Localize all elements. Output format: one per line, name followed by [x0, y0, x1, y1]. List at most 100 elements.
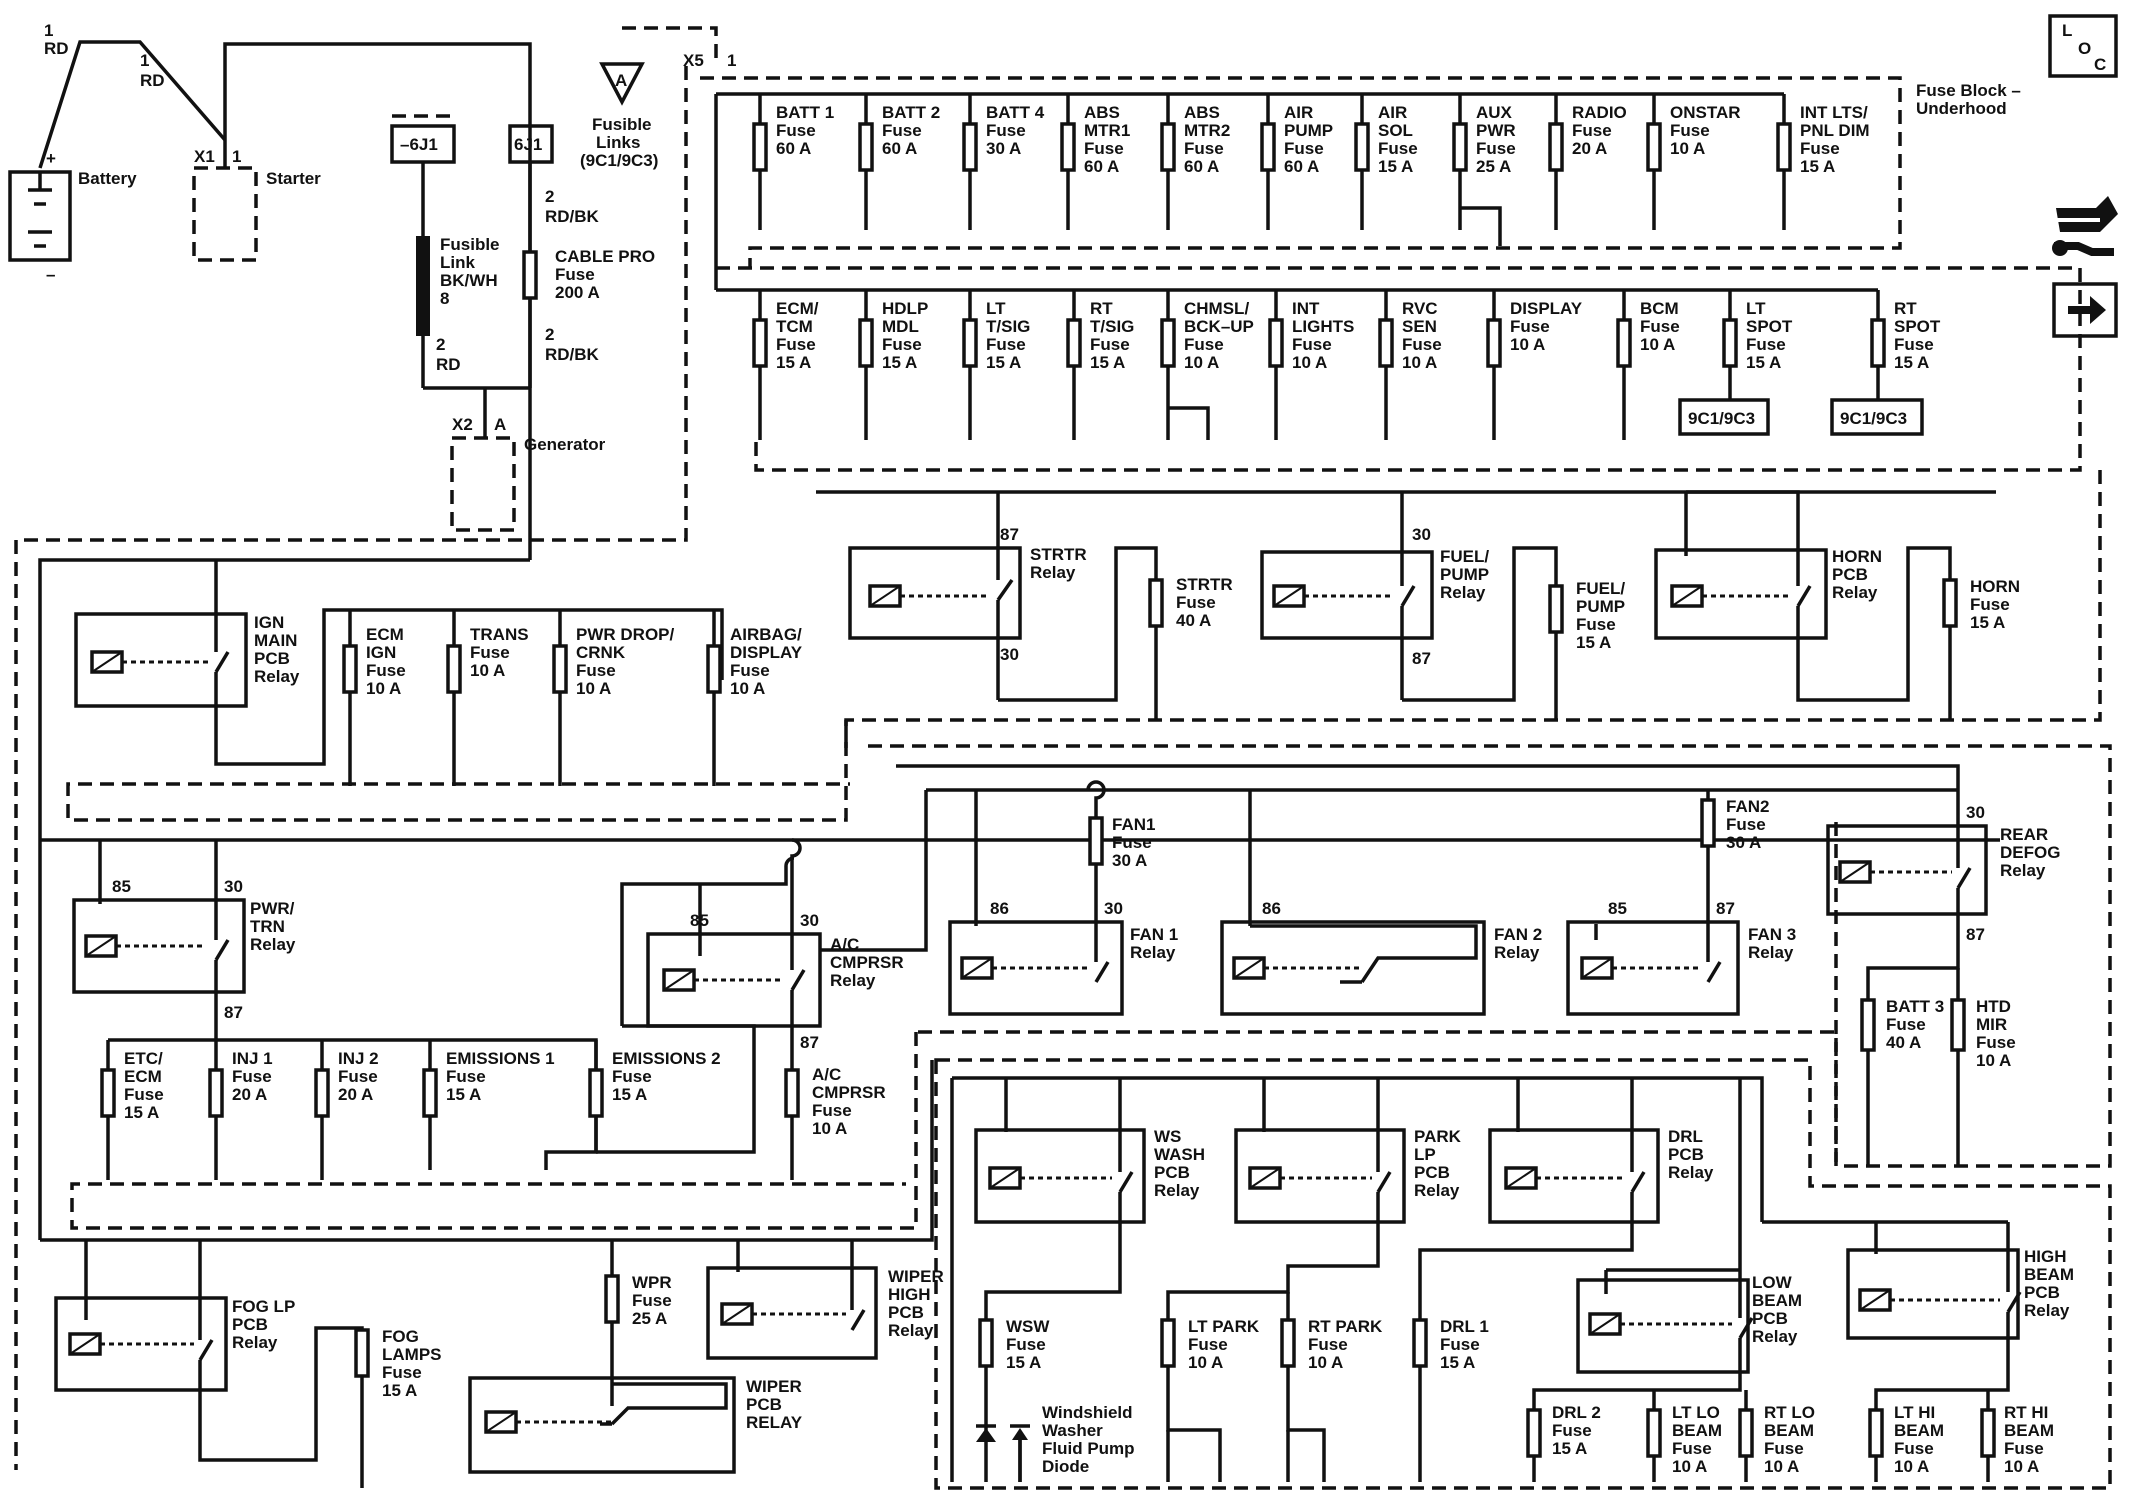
- fuse-label-line: ONSTAR: [1670, 103, 1741, 122]
- fuse-label-line: EMISSIONS 2: [612, 1049, 721, 1068]
- fuse-label-line: LT: [986, 299, 1006, 318]
- svg-text:Fusible: Fusible: [592, 115, 652, 134]
- fuse-symbol: [552, 644, 568, 694]
- loc-box: [2048, 14, 2118, 78]
- svg-text:HIGH: HIGH: [2024, 1247, 2067, 1266]
- ign-main-pcb-relay: IGN MAIN PCB Relay: [74, 560, 724, 766]
- fuse-label-line: CRNK: [576, 643, 626, 662]
- svg-text:30: 30: [1000, 645, 1019, 664]
- svg-text:30: 30: [1104, 899, 1123, 918]
- fuse-label-line: 10 A: [1292, 353, 1327, 372]
- fuse-label-line: ECM: [124, 1067, 162, 1086]
- svg-text:DRL 2: DRL 2: [1552, 1403, 1601, 1422]
- fuse-label-line: Fuse: [882, 121, 922, 140]
- spot-option-rt: 9C1/9C3: [1840, 409, 1907, 428]
- svg-text:MIR: MIR: [1976, 1015, 2007, 1034]
- svg-text:FAN 1: FAN 1: [1130, 925, 1178, 944]
- svg-text:Relay: Relay: [2000, 861, 2046, 880]
- svg-text:RT LO: RT LO: [1764, 1403, 1815, 1422]
- fuse-label-line: Fuse: [1746, 335, 1786, 354]
- fuse-label-line: 15 A: [1746, 353, 1781, 372]
- fuse-label-line: 15 A: [986, 353, 1021, 372]
- fuse-label-line: LT: [1746, 299, 1766, 318]
- fuse-symbol: [1616, 318, 1632, 368]
- svg-text:40 A: 40 A: [1886, 1033, 1921, 1052]
- fuse-label-line: BATT 2: [882, 103, 940, 122]
- fuse-label-line: AUX: [1476, 103, 1513, 122]
- svg-text:87: 87: [1412, 649, 1431, 668]
- svg-text:DRL: DRL: [1668, 1127, 1703, 1146]
- fuse-symbol: [588, 1068, 604, 1118]
- svg-text:Fuse: Fuse: [1440, 1335, 1480, 1354]
- fuse-symbol: [1486, 318, 1502, 368]
- fuse-label-line: 30 A: [986, 139, 1021, 158]
- fuse-symbol: [858, 318, 874, 368]
- fuse-label-line: RVC: [1402, 299, 1438, 318]
- fuse-label-line: EMISSIONS 1: [446, 1049, 555, 1068]
- svg-text:Relay: Relay: [2024, 1301, 2070, 1320]
- starter-wire-number: 1: [140, 51, 149, 70]
- svg-text:10 A: 10 A: [1672, 1457, 1707, 1476]
- svg-text:LOW: LOW: [1752, 1273, 1793, 1292]
- fuse-label-line: 15 A: [612, 1085, 647, 1104]
- fuse-symbol: [1260, 122, 1276, 172]
- fuse-label-line: Fuse: [338, 1067, 378, 1086]
- fuse-label-line: Fuse: [1894, 335, 1934, 354]
- svg-text:87: 87: [1716, 899, 1735, 918]
- svg-text:Relay: Relay: [1668, 1163, 1714, 1182]
- fuse-label-line: Fuse: [1284, 139, 1324, 158]
- svg-text:FUEL/: FUEL/: [1576, 579, 1625, 598]
- svg-text:CMPRSR: CMPRSR: [830, 953, 904, 972]
- svg-text:Fusible: Fusible: [440, 235, 500, 254]
- fuse-label-line: PUMP: [1284, 121, 1333, 140]
- svg-text:15 A: 15 A: [1006, 1353, 1041, 1372]
- svg-text:Fuse: Fuse: [1976, 1033, 2016, 1052]
- fuse-symbol: [962, 122, 978, 172]
- fuse-label-line: 10 A: [470, 661, 505, 680]
- svg-text:BEAM: BEAM: [1894, 1421, 1944, 1440]
- fuse-label-line: DISPLAY: [1510, 299, 1583, 318]
- connector-tool-icon[interactable]: [2052, 196, 2118, 256]
- fuse-label-line: MTR1: [1084, 121, 1130, 140]
- fuse-label-line: MDL: [882, 317, 919, 336]
- fan1-relay: 86 30 FAN1 Fuse 30 A FAN 1 Relay: [948, 780, 1178, 1016]
- fuse-block-title: Fuse Block –: [1916, 81, 2021, 100]
- svg-text:15 A: 15 A: [1970, 613, 2005, 632]
- fuse-label-line: 10 A: [730, 679, 765, 698]
- svg-text:Relay: Relay: [1030, 563, 1076, 582]
- fuse-label-line: ETC/: [124, 1049, 163, 1068]
- high-beam-pcb-relay: HIGH BEAM PCB Relay LT HI BEAM Fuse 10 A…: [1762, 1220, 2074, 1482]
- fuse-label-line: 60 A: [1084, 157, 1119, 176]
- starter-connector: X1: [194, 147, 215, 166]
- fuse-label-line: Fuse: [576, 661, 616, 680]
- fog-lp-pcb-relay: FOG LP PCB Relay FOG LAMPS Fuse 15 A: [54, 1240, 442, 1488]
- svg-text:PUMP: PUMP: [1576, 597, 1625, 616]
- svg-text:10 A: 10 A: [1764, 1457, 1799, 1476]
- fuse-label-line: INJ 2: [338, 1049, 379, 1068]
- starter-wire-color: RD: [140, 71, 165, 90]
- fuse-label-line: LIGHTS: [1292, 317, 1354, 336]
- svg-text:A: A: [615, 71, 627, 90]
- svg-text:Relay: Relay: [830, 971, 876, 990]
- fuse-symbol: [446, 644, 462, 694]
- svg-text:30: 30: [1412, 525, 1431, 544]
- wiper-relays: WPR Fuse 25 A WIPER HIGH PCB Relay WIPER…: [468, 1240, 944, 1474]
- svg-text:FOG LP: FOG LP: [232, 1297, 295, 1316]
- fuse-label-line: 10 A: [366, 679, 401, 698]
- next-arrow-icon[interactable]: [2052, 282, 2118, 338]
- svg-text:REAR: REAR: [2000, 825, 2048, 844]
- fuse-label-line: 60 A: [1184, 157, 1219, 176]
- fuse-label-line: Fuse: [1292, 335, 1332, 354]
- svg-text:Fuse: Fuse: [812, 1101, 852, 1120]
- svg-text:Fuse: Fuse: [632, 1291, 672, 1310]
- fuse-label-line: RADIO: [1572, 103, 1627, 122]
- svg-text:LAMPS: LAMPS: [382, 1345, 442, 1364]
- fuse-label-line: BATT 4: [986, 103, 1045, 122]
